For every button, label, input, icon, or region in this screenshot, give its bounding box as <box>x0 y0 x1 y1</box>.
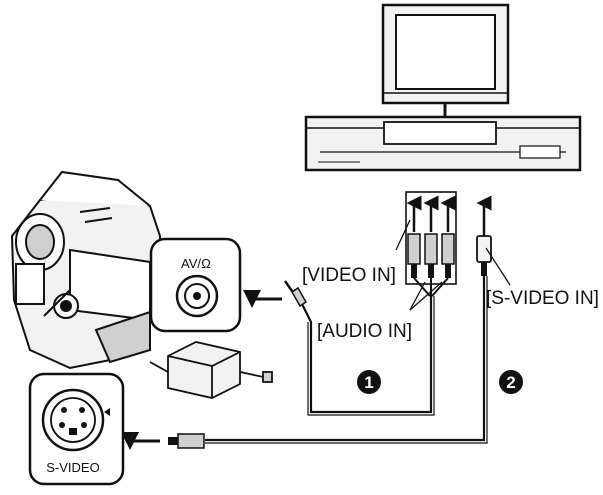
vcr-icon <box>304 115 582 172</box>
s-video-in-leader <box>485 247 511 286</box>
ac-adapter-icon <box>149 341 273 399</box>
video-in-leader <box>395 219 411 251</box>
svg-text:1: 1 <box>364 373 373 392</box>
jack-arrows <box>121 290 282 450</box>
svg-text:2: 2 <box>506 373 515 392</box>
step-1-badge: 1 <box>357 370 381 394</box>
av-cable <box>301 296 435 416</box>
s-video-plug-icon <box>476 235 492 276</box>
tv-icon <box>381 3 510 117</box>
input-arrows <box>406 195 492 236</box>
audio-in-leader <box>409 281 426 311</box>
s-video-jack-label: S-VIDEO <box>46 460 99 475</box>
s-video-jack-callout <box>28 372 125 486</box>
camera-s-video-plug-icon <box>168 433 205 449</box>
s-video-in-label: [S-VIDEO IN] <box>486 288 599 309</box>
rca-plugs-icon <box>405 191 457 297</box>
mini-plug-icon <box>283 280 307 308</box>
step-2-badge: 2 <box>499 370 523 394</box>
video-in-label: [VIDEO IN] <box>302 265 396 286</box>
s-video-cable <box>205 276 488 444</box>
av-jack-label: AV/Ω <box>181 256 211 271</box>
av-jack-callout <box>149 237 242 333</box>
camcorder-icon <box>10 170 161 370</box>
audio-in-label: [AUDIO IN] <box>317 321 412 342</box>
